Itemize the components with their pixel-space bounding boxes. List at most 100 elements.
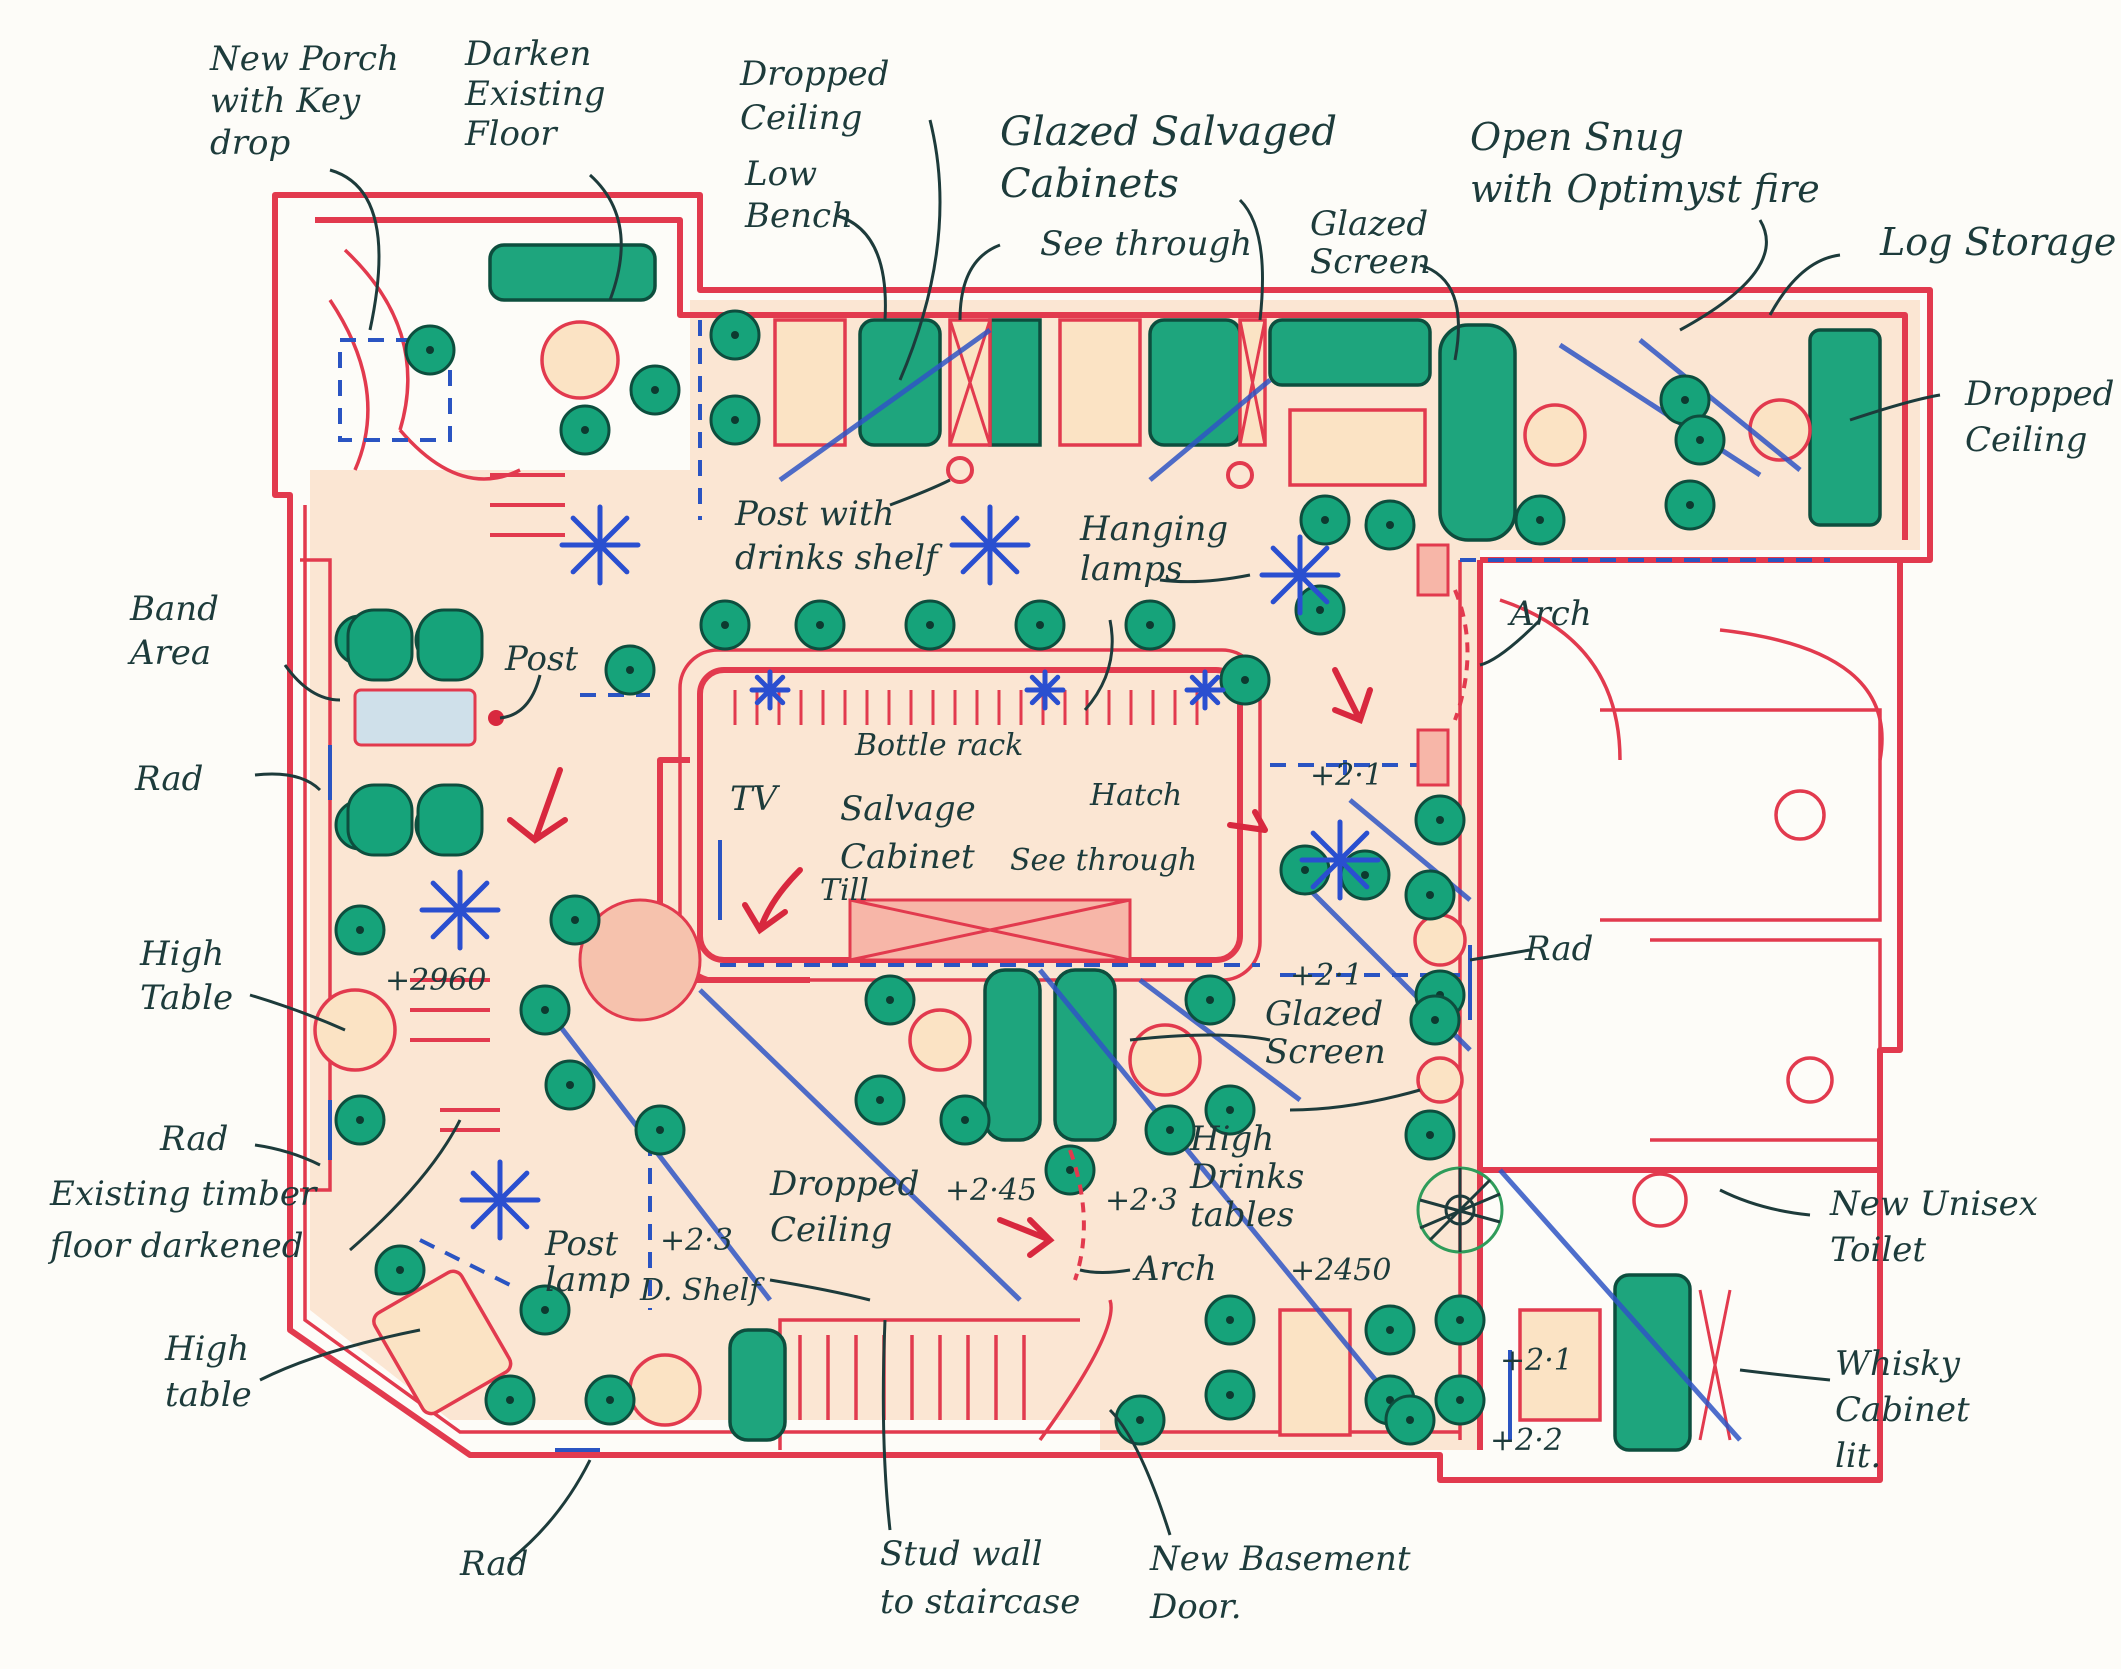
- label-bottle-rack: Bottle rack: [854, 728, 1023, 763]
- lamp-star-icon: [949, 504, 1031, 586]
- arrow-icon: [507, 767, 568, 844]
- stool-seat: [629, 364, 681, 416]
- central-bar: [578, 648, 1262, 1022]
- arrow-icon: [1227, 809, 1268, 833]
- label-tv: TV: [730, 779, 781, 819]
- flow-arrows: [488, 456, 1470, 1281]
- floor-fills: [310, 300, 1920, 1450]
- lamp-star-icon: [1299, 819, 1381, 901]
- stool-seat: [854, 1074, 906, 1126]
- label-rad-bottom: Rad: [459, 1544, 528, 1584]
- stool-seat: [1144, 1104, 1196, 1156]
- stool-seat: [709, 309, 761, 361]
- stool-seat: [1219, 654, 1271, 706]
- stool-seat: [904, 599, 956, 651]
- arrow-icon: [1332, 667, 1373, 724]
- banquette-seat: [346, 783, 414, 857]
- stool-seat: [1044, 1144, 1096, 1196]
- stool-seat: [374, 1244, 426, 1296]
- stool-seat: [334, 1094, 386, 1146]
- lamp-star-icon: [419, 869, 501, 951]
- label-till: Till: [820, 873, 869, 908]
- banquette-seat: [416, 783, 484, 857]
- ceiling-zones: [328, 320, 1830, 1452]
- stool-seat: [1514, 494, 1566, 546]
- label-level-21-mid: +2·1: [1290, 958, 1363, 993]
- stool-seat: [1434, 1294, 1486, 1346]
- walls: [272, 192, 1933, 1483]
- stool-seat: [1184, 974, 1236, 1026]
- stool-seat: [1279, 844, 1331, 896]
- stool-seat: [549, 894, 601, 946]
- stool-seat: [519, 1284, 571, 1336]
- label-level-22: +2·2: [1490, 1423, 1563, 1458]
- lamp-star-icon: [1024, 669, 1066, 711]
- stool-seat: [864, 974, 916, 1026]
- label-rad-left-mid: Rad: [159, 1119, 228, 1159]
- stool-seat: [1384, 1394, 1436, 1446]
- stool-seat: [604, 644, 656, 696]
- stool-seat: [1404, 1109, 1456, 1161]
- stool-seat: [1204, 1294, 1256, 1346]
- arrow-icon: [997, 1217, 1055, 1258]
- stool-seat: [1434, 1374, 1486, 1426]
- fire-icon: [1416, 1166, 1504, 1254]
- stool-seat: [1409, 994, 1461, 1046]
- stool-seat: [544, 1059, 596, 1111]
- lamp-star-icon: [1259, 534, 1341, 616]
- label-level-23-mid: +2·3: [1105, 1183, 1178, 1218]
- stool-seat: [699, 599, 751, 651]
- label-level-245: +2·45: [945, 1173, 1037, 1208]
- banquette-seat: [416, 608, 484, 682]
- label-level-23-left: +2·3: [660, 1223, 733, 1258]
- lamp-star-icon: [749, 669, 791, 711]
- stool-seat: [939, 1094, 991, 1146]
- label-level-21-bottom: +2·1: [1500, 1343, 1573, 1378]
- label-log-storage: Log Storage: [1879, 220, 2116, 264]
- stool-seat: [1204, 1084, 1256, 1136]
- label-hatch: Hatch: [1089, 778, 1182, 813]
- lamp-star-icon: [459, 1159, 541, 1241]
- stool-seat: [1114, 1394, 1166, 1446]
- stool-seat: [559, 404, 611, 456]
- stool-seat: [634, 1104, 686, 1156]
- stool-seat: [1014, 599, 1066, 651]
- label-arch-right: Arch: [1507, 594, 1592, 634]
- banquette-seat: [346, 608, 414, 682]
- stool-seat: [709, 394, 761, 446]
- label-level-2960: +2960: [385, 963, 486, 998]
- stool-seat: [1659, 374, 1711, 426]
- label-arch-bottom: Arch: [1132, 1249, 1217, 1289]
- lamp-star-icon: [559, 504, 641, 586]
- label-see-through-top: See through: [1040, 224, 1252, 264]
- label-rad-right: Rad: [1524, 929, 1593, 969]
- label-d-shelf: D. Shelf: [639, 1273, 765, 1308]
- stool-seat: [404, 324, 456, 376]
- stool-seat: [1299, 494, 1351, 546]
- stool-seat: [584, 1374, 636, 1426]
- stool-seat: [1294, 584, 1346, 636]
- leader-lines: [249, 119, 1941, 1562]
- stool-seat: [1404, 869, 1456, 921]
- floor-steps: [410, 473, 565, 1132]
